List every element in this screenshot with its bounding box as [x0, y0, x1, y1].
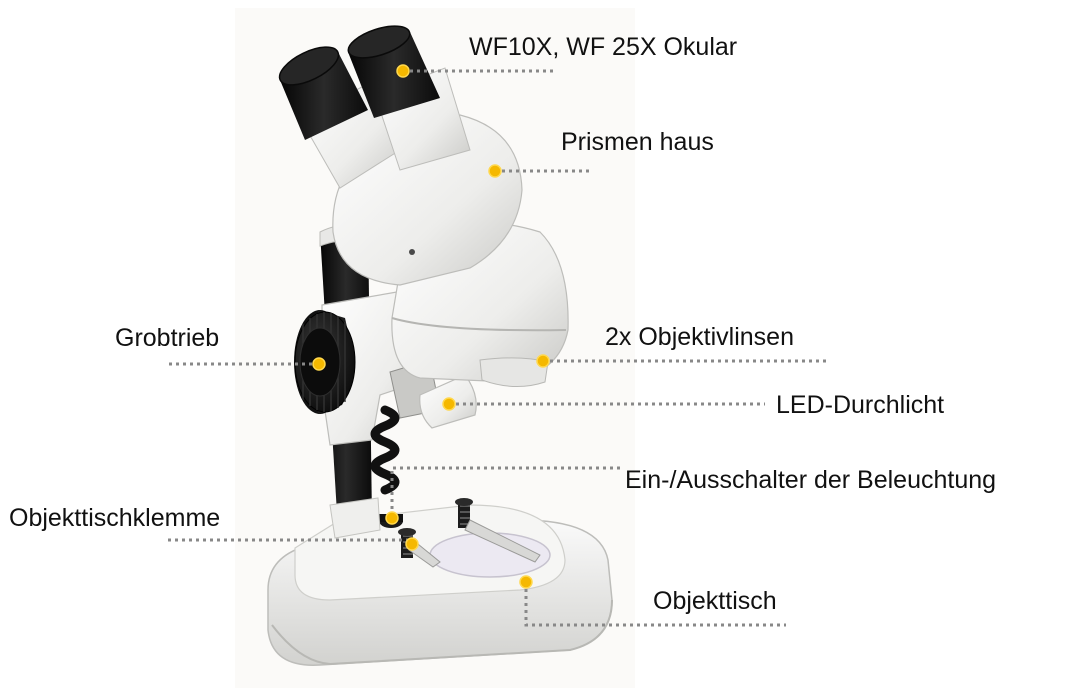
label-stage: Objekttisch — [653, 586, 777, 616]
marker-objective-lenses — [537, 355, 549, 367]
label-led-light: LED-Durchlicht — [776, 390, 944, 420]
label-prism-housing: Prismen haus — [561, 127, 714, 157]
marker-stage — [520, 576, 532, 588]
label-objective-lenses: 2x Objektivlinsen — [605, 322, 794, 352]
label-eyepiece: WF10X, WF 25X Okular — [469, 32, 737, 62]
marker-led-light — [443, 398, 455, 410]
marker-light-switch — [386, 512, 398, 524]
label-light-switch: Ein-/Ausschalter der Beleuchtung — [625, 465, 996, 495]
marker-eyepiece — [397, 65, 409, 77]
label-stage-clip: Objekttischklemme — [9, 503, 220, 533]
marker-stage-clip — [406, 538, 418, 550]
marker-coarse-focus — [313, 358, 325, 370]
label-coarse-focus: Grobtrieb — [115, 323, 219, 353]
marker-prism-housing — [489, 165, 501, 177]
